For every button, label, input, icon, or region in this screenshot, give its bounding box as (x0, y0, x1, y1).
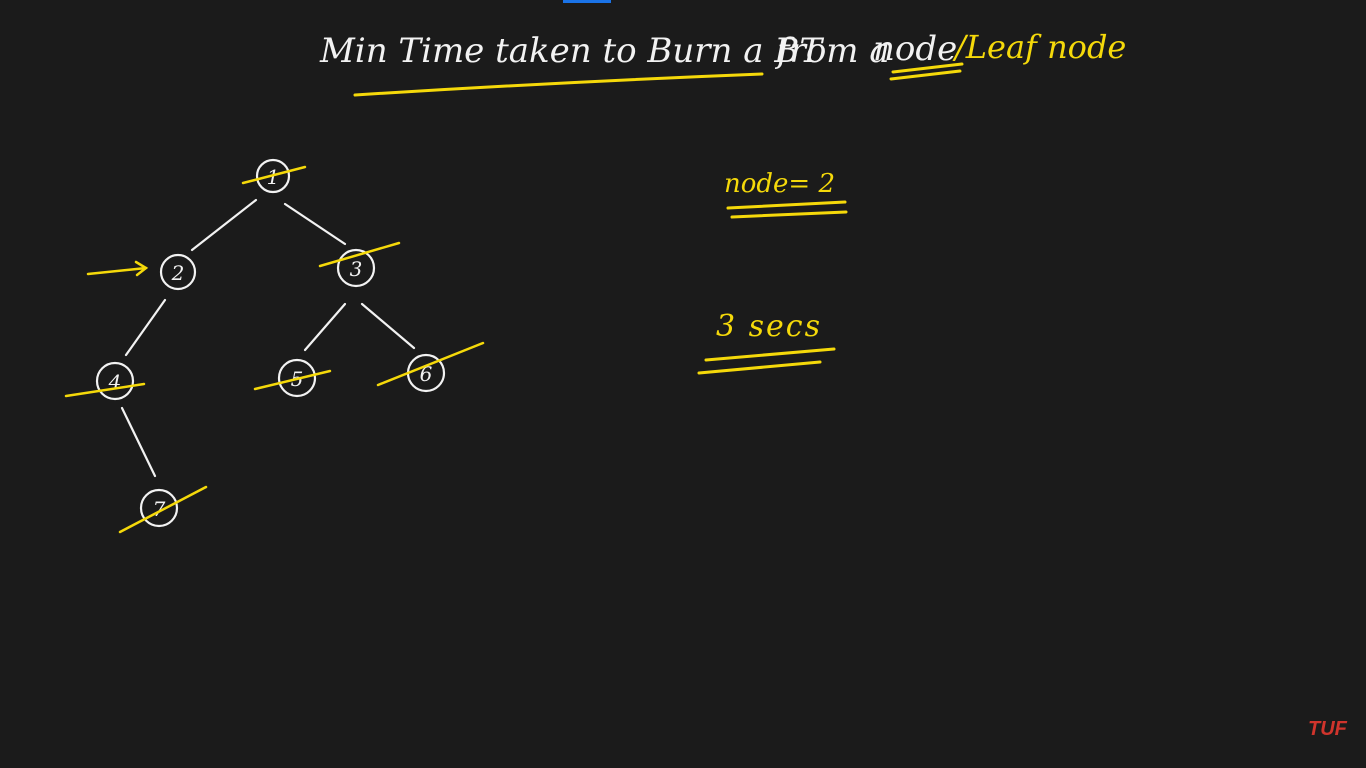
top-accent-bar (563, 0, 611, 3)
title-underline (353, 72, 764, 97)
tree-node-2: 2 (159, 253, 197, 291)
answer-underline-2 (697, 360, 822, 375)
title-part3: node (873, 29, 957, 69)
title-part1: Min Time taken to Burn a BT (319, 31, 824, 71)
node-underline-2 (889, 69, 962, 81)
burn-mark-1 (241, 165, 307, 185)
answer-note: 3 secs (716, 309, 822, 344)
edge-4-7 (120, 406, 157, 478)
tree-node-7: 7 (118, 485, 208, 534)
tree-node-3: 3 (318, 241, 401, 288)
edge-3-5 (303, 302, 347, 352)
tree-node-5: 5 (253, 358, 332, 398)
watermark-logo: TUF (1308, 718, 1348, 740)
burn-mark-5 (253, 369, 332, 391)
node-note-underline-1 (726, 200, 847, 210)
node-label-7: 7 (153, 497, 166, 521)
title-part2: from a (774, 31, 890, 71)
burn-mark-3 (318, 241, 401, 268)
start-arrow (86, 260, 149, 277)
burn-mark-7 (118, 485, 208, 534)
tree-edges (120, 198, 416, 478)
edge-3-6 (360, 302, 416, 350)
answer-underline-1 (704, 347, 836, 362)
burn-mark-4 (64, 382, 146, 398)
node-underline-1 (891, 62, 964, 74)
node-label-3: 3 (350, 257, 363, 281)
tree-node-4: 4 (64, 361, 146, 401)
node-note-underline-2 (730, 210, 848, 219)
edge-1-2 (190, 198, 258, 252)
tree-node-1: 1 (241, 158, 307, 194)
burn-mark-6 (376, 341, 485, 387)
edge-2-4 (124, 298, 167, 357)
node-note: node= 2 (724, 169, 835, 199)
node-label-2: 2 (171, 261, 185, 285)
tree-node-6: 6 (376, 341, 485, 393)
edge-1-3 (283, 202, 347, 246)
title-part4: /Leaf node (952, 28, 1126, 66)
node-label-1: 1 (267, 165, 280, 189)
